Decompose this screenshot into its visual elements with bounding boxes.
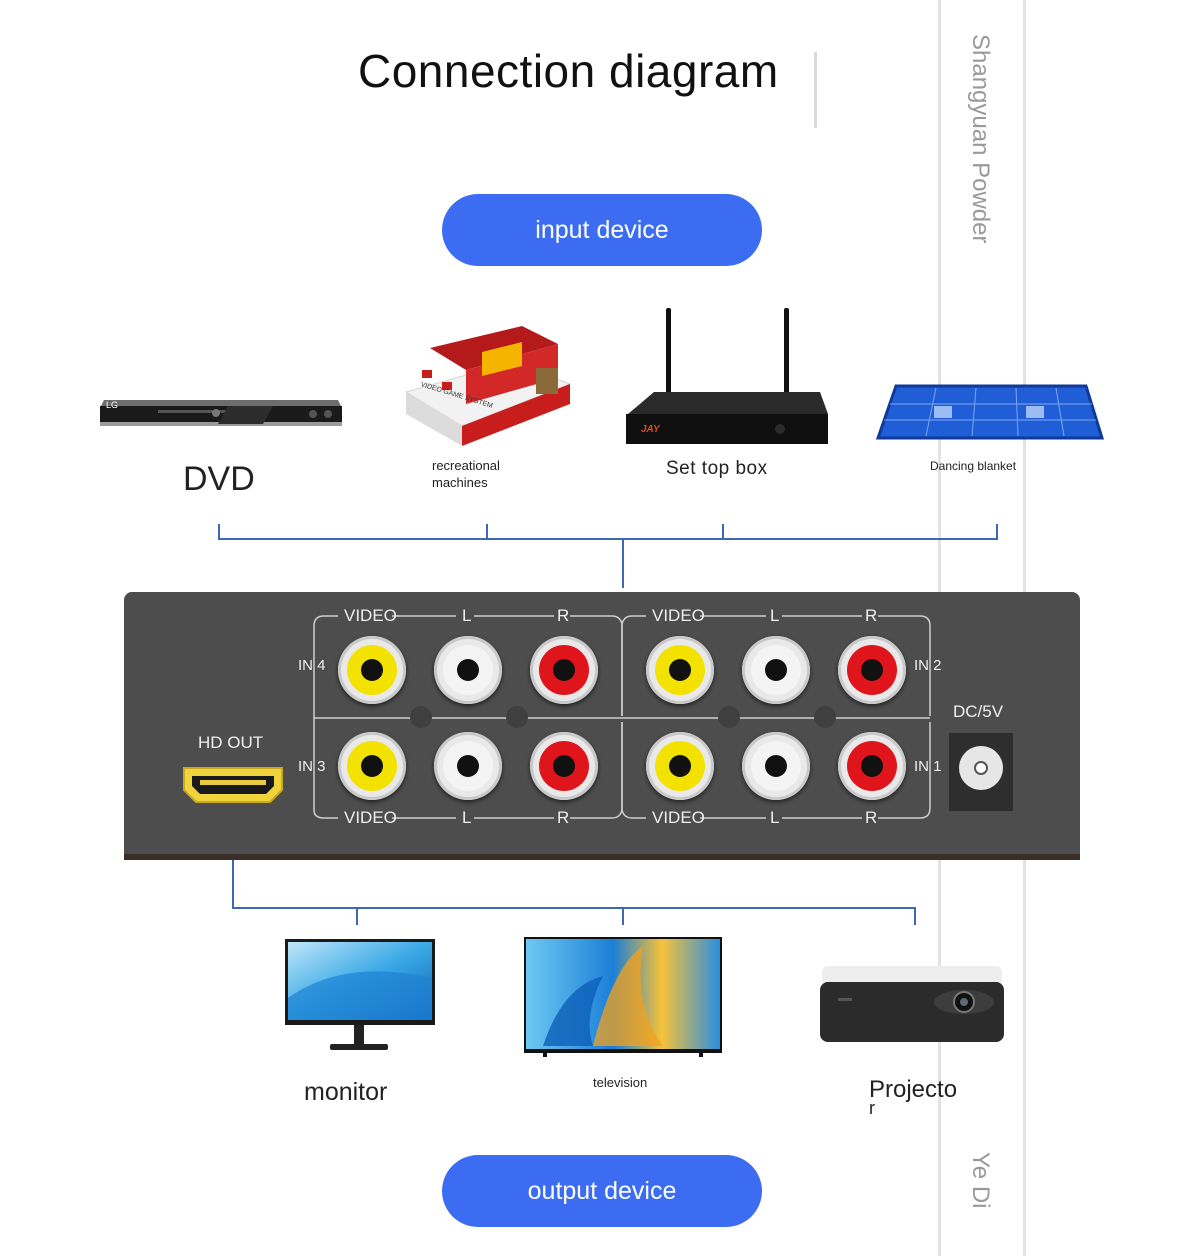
hdmi-port[interactable] (180, 764, 286, 806)
label-in1: IN 1 (914, 758, 942, 775)
label-r-bottom-right: R (865, 808, 878, 827)
screw (410, 706, 432, 728)
projector-image (818, 964, 1006, 1046)
television-image (523, 936, 723, 1058)
dvd-label: DVD (183, 460, 255, 498)
dc-label: DC/5V (953, 702, 1004, 721)
in2-audio-left-jack[interactable] (742, 636, 810, 704)
in4-audio-left-jack[interactable] (434, 636, 502, 704)
settop-label: Set top box (666, 458, 768, 479)
recreational-label-line2: machines (432, 475, 488, 490)
av-switch-box (124, 592, 1080, 854)
in3-video-jack[interactable] (338, 732, 406, 800)
page-title: Connection diagram (358, 45, 779, 97)
in1-audio-right-jack[interactable] (838, 732, 906, 800)
output-device-pill: output device (442, 1155, 762, 1227)
output-bus-line (232, 907, 916, 909)
dancing-blanket-image (875, 382, 1105, 446)
in4-audio-right-jack[interactable] (530, 636, 598, 704)
label-l-bottom-right: L (770, 808, 780, 827)
label-in2: IN 2 (914, 657, 942, 674)
dancing-label: Dancing blanket (930, 459, 1017, 473)
television-label: television (593, 1075, 648, 1090)
screw (506, 706, 528, 728)
game-console-image (402, 322, 574, 450)
in4-video-jack[interactable] (338, 636, 406, 704)
label-r-bottom-left: R (557, 808, 570, 827)
projector-label-line1: Projecto (869, 1076, 958, 1103)
label-l-bottom-left: L (462, 808, 472, 827)
monitor-image (284, 938, 436, 1054)
label-r-top-left: R (557, 606, 570, 625)
projector-label-line2: r (869, 1098, 875, 1118)
in3-audio-right-jack[interactable] (530, 732, 598, 800)
watermark-text-top: Shangyuan Powder (967, 34, 994, 244)
output-tick-monitor (356, 907, 358, 925)
output-tick-tv (622, 907, 624, 925)
output-drop-line (232, 860, 234, 908)
input-device-pill: input device (442, 194, 762, 266)
label-l-top-left: L (462, 606, 472, 625)
in2-audio-right-jack[interactable] (838, 636, 906, 704)
label-video-bottom-right: VIDEO (652, 808, 705, 827)
in1-video-jack[interactable] (646, 732, 714, 800)
monitor-label: monitor (304, 1078, 388, 1106)
label-video-bottom-left: VIDEO (344, 808, 397, 827)
output-tick-projector (914, 907, 916, 925)
label-in4: IN 4 (298, 657, 326, 674)
recreational-label-line1: recreational (432, 458, 500, 473)
label-in3: IN 3 (298, 758, 326, 775)
in2-video-jack[interactable] (646, 636, 714, 704)
input-drop-line (622, 538, 624, 588)
dc-power-port[interactable] (949, 733, 1013, 811)
screw (718, 706, 740, 728)
port-group-frames (313, 615, 931, 819)
input-bus-line (218, 538, 998, 540)
title-divider (814, 52, 817, 128)
hd-out-label: HD OUT (198, 733, 264, 752)
watermark-text-bottom: Ye Di (967, 1152, 994, 1209)
input-tick-dvd (218, 524, 220, 540)
set-top-box-image (624, 306, 830, 446)
in1-audio-left-jack[interactable] (742, 732, 810, 800)
label-l-top-right: L (770, 606, 780, 625)
input-tick-blanket (996, 524, 998, 540)
label-video-top-right: VIDEO (652, 606, 705, 625)
dvd-brand: LG (106, 400, 119, 410)
input-tick-settop (722, 524, 724, 540)
input-tick-console (486, 524, 488, 540)
in3-audio-left-jack[interactable] (434, 732, 502, 800)
settop-brand: JAY (641, 424, 660, 435)
screw (814, 706, 836, 728)
dvd-player-image (98, 394, 344, 432)
label-r-top-right: R (865, 606, 878, 625)
label-video-top-left: VIDEO (344, 606, 397, 625)
